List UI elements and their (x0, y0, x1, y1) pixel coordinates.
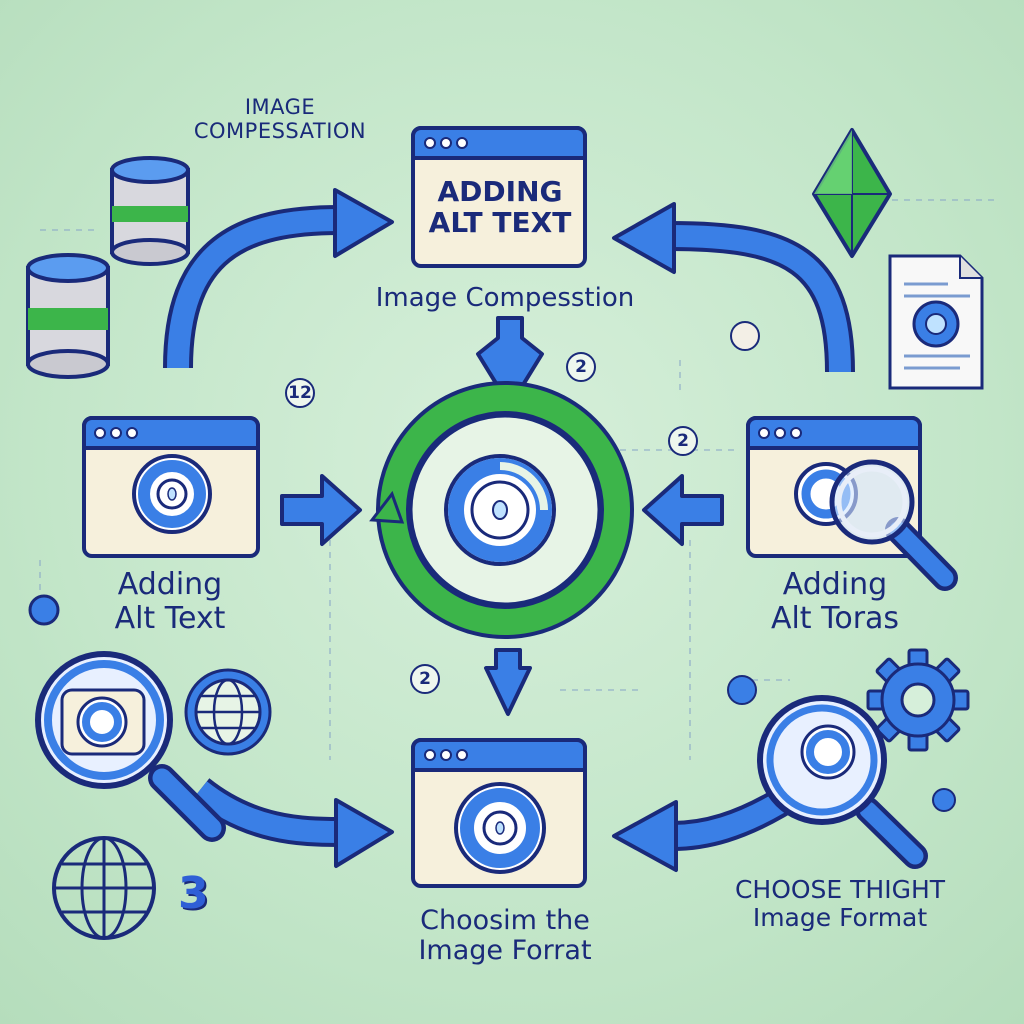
step-badge-left-upper: 12 (285, 378, 315, 408)
left-window-label-line-1: Adding (117, 567, 223, 602)
step-badge-top-center: 2 (566, 352, 596, 382)
curved-arrow-icon (612, 202, 855, 373)
step-badge-bottom-left: 3 (178, 868, 209, 919)
top-window-label-line-1: ADDING (437, 175, 563, 208)
magnifier-icon (35, 651, 226, 842)
bottom-right-label: CHOOSE THIGHT Image Format (700, 876, 980, 932)
left-window-label: Adding Alt Text (80, 568, 260, 635)
magnifier-icon (757, 695, 928, 869)
curved-arrow-icon (163, 188, 394, 369)
top-left-title-line-1: IMAGE (244, 95, 316, 119)
bottom-center-label-line-2: Image Forrat (418, 935, 592, 967)
right-arrow-icon (280, 474, 362, 546)
curved-arrow-icon (190, 778, 394, 868)
document-icon (888, 254, 984, 390)
gem-icon (812, 128, 892, 258)
right-window-label-line-2: Alt Toras (770, 600, 900, 636)
browser-window-icon (82, 416, 260, 558)
process-cycle-icon (369, 381, 634, 639)
left-window-label-line-2: Alt Text (114, 600, 226, 636)
step-badge-bottom-center: 2 (410, 664, 440, 694)
globe-gear-icon (184, 668, 272, 756)
magnifier-icon (829, 459, 958, 591)
left-arrow-icon (642, 474, 724, 546)
down-arrow-icon (484, 648, 532, 716)
under-top-window-label: Image Compesstion (340, 283, 670, 313)
right-window-label-line-1: Adding (782, 567, 888, 602)
browser-window-icon (411, 738, 587, 888)
top-window-label-line-2: ALT TEXT (428, 206, 572, 240)
dot-icon (730, 321, 760, 351)
step-badge-right-mid: 2 (668, 426, 698, 456)
top-left-title-line-2: COMPESSATION (193, 118, 367, 143)
database-icon (110, 156, 190, 266)
database-icon (26, 253, 110, 379)
bottom-center-label: Choosim the Image Forrat (380, 905, 630, 967)
bottom-right-label-line-1: CHOOSE THIGHT (734, 875, 946, 904)
bottom-center-label-line-1: Choosim the (420, 905, 590, 936)
dot-icon (727, 675, 956, 812)
right-window-label: Adding Alt Toras (740, 568, 930, 635)
under-top-window-text: Image Compesstion (375, 283, 635, 313)
bottom-right-label-line-2: Image Format (752, 903, 928, 932)
gear-icon (866, 648, 970, 752)
top-left-title: IMAGE COMPESSATION (180, 95, 380, 143)
top-window-label: ADDING ALT TEXT (414, 176, 586, 239)
browser-window-icon (411, 126, 587, 268)
globe-icon (52, 836, 156, 940)
curved-arrow-icon (612, 777, 809, 872)
dot-icon (28, 594, 60, 626)
